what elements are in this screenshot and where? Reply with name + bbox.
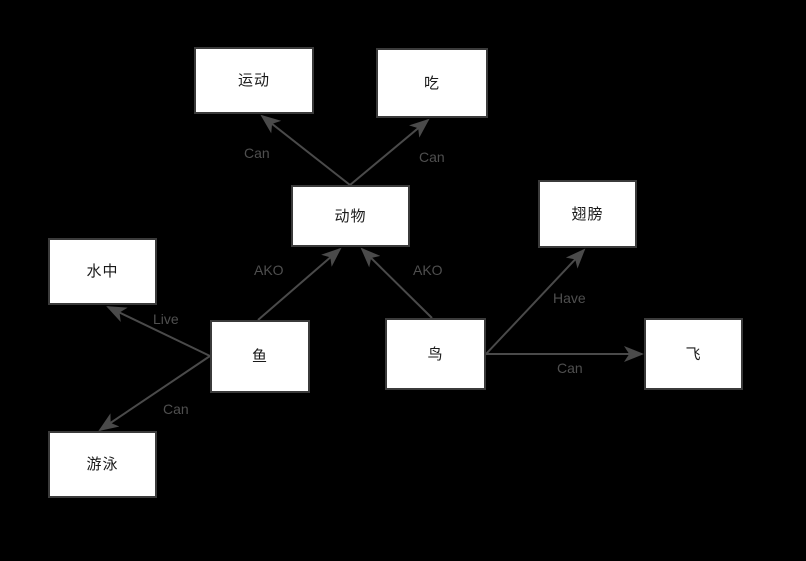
edge-label-bird-can-fly: Can [557,360,583,376]
edge-bird-ako-animal [360,247,433,319]
edge-label-bird-ako-animal: AKO [413,262,443,278]
node-wings[interactable]: 翅膀 [538,180,637,248]
node-label: 飞 [685,345,702,363]
edge-animal-can-sport [260,114,351,186]
node-label: 动物 [334,207,367,225]
node-eat[interactable]: 吃 [376,48,488,118]
edge-label-bird-have-wings: Have [553,290,586,306]
edge-label-fish-live-water: Live [153,311,179,327]
edge-animal-can-eat [349,118,430,186]
edge-fish-can-swim [98,355,211,432]
node-water[interactable]: 水中 [48,238,157,305]
node-label: 游泳 [86,456,119,473]
edge-fish-live-water [106,306,211,357]
node-fly[interactable]: 飞 [644,318,743,390]
edge-label-animal-can-eat: Can [419,149,445,165]
node-bird[interactable]: 鸟 [385,318,486,390]
edge-bird-have-wings [485,248,586,355]
edge-label-fish-ako-animal: AKO [254,262,284,278]
node-label: 鱼 [251,348,268,365]
edge-fish-ako-animal [257,247,342,321]
node-fish[interactable]: 鱼 [210,320,310,393]
node-animal[interactable]: 动物 [291,185,410,247]
edge-label-animal-can-sport: Can [244,145,270,161]
node-label: 水中 [86,263,119,280]
node-sport[interactable]: 运动 [194,47,314,114]
node-swim[interactable]: 游泳 [48,431,157,498]
node-label: 翅膀 [571,205,604,223]
node-label: 鸟 [427,345,444,363]
node-label: 吃 [423,74,440,92]
edge-label-fish-can-swim: Can [163,401,189,417]
node-label: 运动 [237,72,270,89]
